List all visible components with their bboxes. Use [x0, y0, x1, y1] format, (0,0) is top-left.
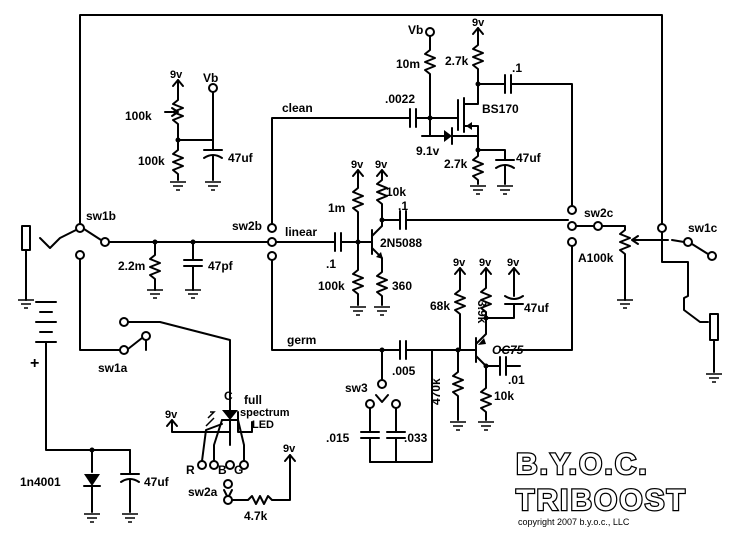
r2-7k-top-label: 2.7k	[445, 54, 469, 68]
led-label-line2: spectrum	[240, 407, 290, 419]
r4-7k-label: 4.7k	[244, 509, 268, 523]
c47uf-psu-label: 47uf	[144, 475, 170, 489]
title-block: B.Y.O.C. TRIBOOST copyright 2007 b.y.o.c…	[515, 447, 687, 527]
sw1a-label: sw1a	[98, 361, 128, 375]
battery: +	[30, 301, 131, 451]
battery-plus-label: +	[30, 355, 39, 372]
germ-label: germ	[287, 333, 316, 347]
r10k-q1-label: 10k	[386, 185, 406, 199]
led-r-label: R	[186, 463, 195, 477]
c01-q1in-label: .1	[326, 257, 336, 271]
power-supply: 1n4001 47uf	[20, 447, 170, 523]
c47pf-label: 47pf	[208, 259, 234, 273]
led-g-label: G	[234, 463, 243, 477]
zener-9-1v-label: 9.1v	[416, 144, 440, 158]
title-byoc: B.Y.O.C.	[516, 448, 649, 481]
bias-vb-label: Vb	[203, 71, 218, 85]
c01-top-label: .1	[512, 61, 522, 75]
sw2b-label: sw2b	[232, 219, 262, 233]
led-c-label: C	[224, 389, 233, 403]
clean-label: clean	[282, 101, 313, 115]
c0022-label: .0022	[385, 92, 415, 106]
q2-9v-c-label: 9v	[507, 257, 520, 269]
r68k-label: 68k	[430, 299, 450, 313]
sw1c-switch: sw1c	[657, 221, 718, 281]
q2-9v-b-label: 9v	[479, 257, 492, 269]
sw2c-label: sw2c	[584, 206, 614, 220]
title-triboost: TRIBOOST	[516, 484, 687, 517]
c015-label: .015	[326, 431, 350, 445]
led: C full spectrum LED R B G 9v	[165, 389, 290, 477]
sw1a-switch: sw1a	[98, 317, 231, 411]
pot-100k-label: 100k	[125, 109, 152, 123]
sw3-switch: sw3 .015 .033	[326, 349, 433, 463]
sw1c-label: sw1c	[688, 221, 718, 235]
input-line: 2.2m 47pf	[108, 239, 269, 299]
q1-9v-b-label: 9v	[375, 159, 388, 171]
led-9v-label: 9v	[165, 409, 178, 421]
bias-9v-label: 9v	[170, 69, 183, 81]
r10k-q2-label: 10k	[494, 389, 514, 403]
led-label-line3: LED	[252, 419, 274, 431]
clean-stage: .0022 Vb 10m 9.1v BS170 9v 2.7k .1 2.7	[385, 17, 573, 206]
r2-2m-label: 2.2m	[118, 259, 145, 273]
input-jack	[17, 225, 81, 309]
output-jack	[683, 279, 723, 383]
sw2a-label: sw2a	[188, 485, 218, 499]
c47uf-mid-label: 47uf	[516, 151, 542, 165]
sw2c-switch: sw2c	[499, 205, 614, 351]
q2-9v-a-label: 9v	[453, 257, 466, 269]
sw1b-switch: sw1b	[75, 209, 121, 351]
r100k-q1-label: 100k	[318, 279, 345, 293]
sw1b-label: sw1b	[86, 209, 116, 223]
d1n4001-label: 1n4001	[20, 475, 61, 489]
r10m-label: 10m	[396, 57, 420, 71]
c033-label: .033	[404, 431, 428, 445]
sw3-label: sw3	[345, 381, 368, 395]
sw2a-switch: sw2a 9v 4.7k	[188, 443, 296, 523]
bs170-label: BS170	[482, 102, 519, 116]
r2-7k-bot-label: 2.7k	[444, 157, 468, 171]
r1m-label: 1m	[328, 201, 345, 215]
volume-pot: A100k	[578, 225, 669, 309]
led-label-line1: full	[244, 393, 262, 407]
c47uf-q2-label: 47uf	[524, 301, 550, 315]
led-b-label: B	[218, 463, 227, 477]
c005-label: .005	[392, 364, 416, 378]
vb-top-label: Vb	[408, 23, 423, 37]
copyright-text: copyright 2007 b.y.o.c., LLC	[518, 517, 630, 527]
c01-q1out-label: .1	[398, 199, 408, 213]
oc75-label: OC75	[492, 343, 524, 357]
top-9v-label: 9v	[472, 17, 485, 29]
germ-stage: .005 9v 68k 470k OC75 9v 3.9k 9v 47uf 10…	[379, 257, 550, 431]
linear-label: linear	[285, 225, 317, 239]
bias-47uf-label: 47uf	[228, 151, 254, 165]
sw2a-9v-label: 9v	[283, 443, 296, 455]
c01-out-label: .01	[508, 373, 525, 387]
linear-stage: .1 9v 1m 100k 2N5088 9v 10k .1 360	[318, 159, 569, 316]
bias-network: 9v 100k 100k Vb 47uf	[125, 69, 254, 191]
q1-9v-a-label: 9v	[351, 159, 364, 171]
sw2b-switch: sw2b clean linear germ	[232, 101, 411, 351]
bias-100k-label: 100k	[138, 154, 165, 168]
q-2n5088-label: 2N5088	[380, 236, 422, 250]
top-loop-wire	[79, 14, 663, 226]
a100k-label: A100k	[578, 251, 614, 265]
r360-label: 360	[392, 279, 412, 293]
